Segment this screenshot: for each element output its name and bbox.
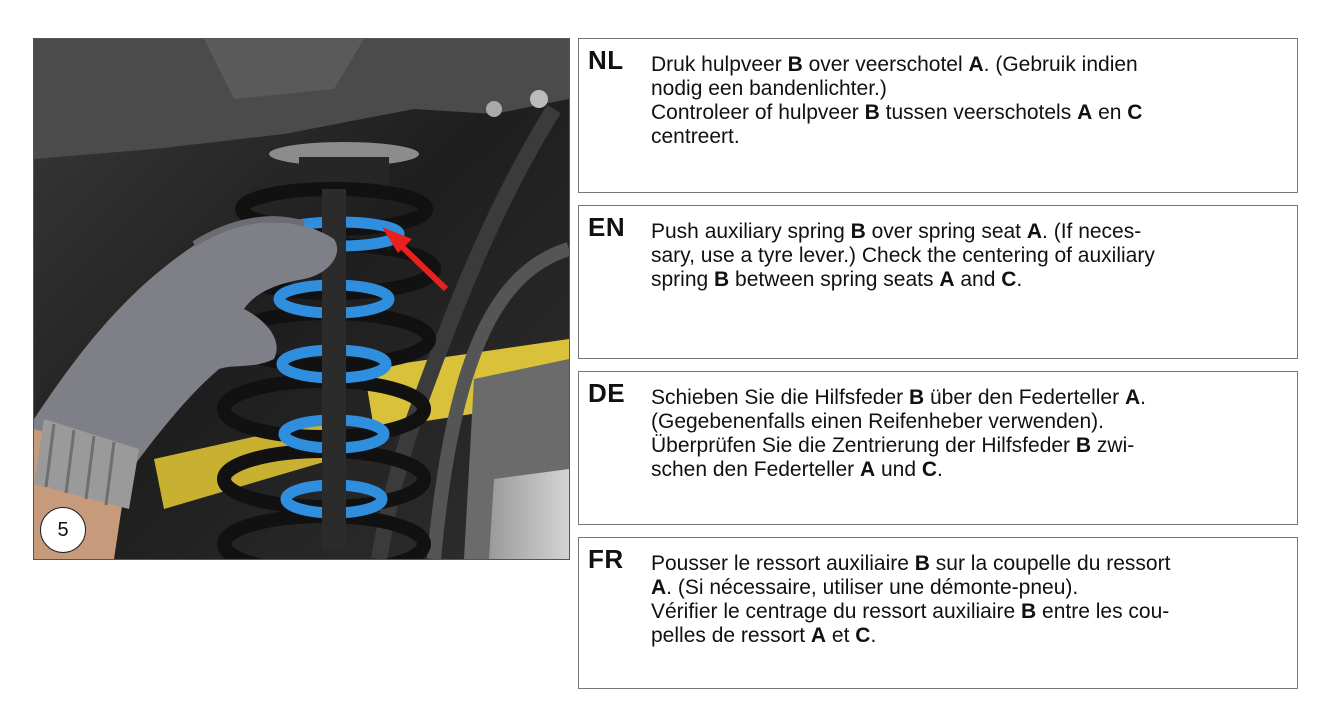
part-reference: A <box>968 53 984 76</box>
instruction-line: schen den Federteller A und C. <box>651 458 1283 482</box>
text-segment: entre les cou- <box>1036 600 1170 623</box>
text-segment: tussen veerschotels <box>879 101 1078 124</box>
part-reference: B <box>1075 434 1092 457</box>
instruction-text: Schieben Sie die Hilfsfeder B über den F… <box>651 386 1283 482</box>
instruction-box-de: DE Schieben Sie die Hilfsfeder B über de… <box>578 371 1298 525</box>
text-segment: (Gegebenenfalls einen Reifenheber verwen… <box>651 410 1104 433</box>
instruction-text: Pousser le ressort auxiliaire B sur la c… <box>651 552 1283 648</box>
installation-photo: 5 <box>33 38 570 560</box>
instruction-line: centreert. <box>651 125 1283 149</box>
instruction-line: Controleer of hulpveer B tussen veerscho… <box>651 101 1283 125</box>
language-code: EN <box>588 212 626 242</box>
instruction-line: Push auxiliary spring B over spring seat… <box>651 220 1283 244</box>
instruction-line: A. (Si nécessaire, utiliser une démonte-… <box>651 576 1283 600</box>
part-reference: C <box>855 624 871 647</box>
part-reference: C <box>1127 101 1143 124</box>
part-reference: B <box>908 386 925 409</box>
wristwatch <box>34 419 139 509</box>
instruction-line: (Gegebenenfalls einen Reifenheber verwen… <box>651 410 1283 434</box>
instruction-line: Druk hulpveer B over veerschotel A. (Geb… <box>651 53 1283 77</box>
text-segment: . (Gebruik indien <box>983 53 1138 76</box>
instruction-line: spring B between spring seats A and C. <box>651 268 1283 292</box>
text-segment: and <box>954 268 1002 291</box>
step-number: 5 <box>57 518 69 541</box>
part-reference: A <box>651 576 667 599</box>
part-reference: B <box>714 268 730 291</box>
step-number-badge: 5 <box>40 507 86 553</box>
instruction-box-nl: NL Druk hulpveer B over veerschotel A. (… <box>578 38 1298 193</box>
part-reference: C <box>921 458 938 481</box>
text-segment: et <box>826 624 856 647</box>
text-segment: Controleer of hulpveer <box>651 101 865 124</box>
instruction-line: pelles de ressort A et C. <box>651 624 1283 648</box>
text-segment: Vérifier le centrage du ressort auxiliai… <box>651 600 1022 623</box>
instruction-line: nodig een bandenlichter.) <box>651 77 1283 101</box>
text-segment: Druk hulpveer <box>651 53 788 76</box>
part-reference: B <box>914 552 930 575</box>
text-segment: zwi- <box>1091 434 1135 457</box>
instruction-line: Schieben Sie die Hilfsfeder B über den F… <box>651 386 1283 410</box>
gloved-hand <box>34 222 338 499</box>
text-segment: spring <box>651 268 715 291</box>
part-reference: A <box>1026 220 1043 243</box>
text-segment: Überprüfen Sie die Zentrierung der Hilfs… <box>651 434 1076 457</box>
photo-illustration <box>34 39 569 559</box>
part-reference: A <box>939 268 955 291</box>
text-segment: und <box>875 458 922 481</box>
text-segment: Schieben Sie die Hilfsfeder <box>651 386 909 409</box>
text-segment: between spring seats <box>729 268 940 291</box>
text-segment: über den Federteller <box>924 386 1125 409</box>
text-segment: . (If neces- <box>1042 220 1142 243</box>
part-reference: B <box>850 220 866 243</box>
text-segment: centreert. <box>651 125 740 148</box>
text-segment: . <box>1016 268 1023 291</box>
instruction-box-fr: FR Pousser le ressort auxiliaire B sur l… <box>578 537 1298 689</box>
text-segment: . <box>1140 386 1146 409</box>
text-segment: . <box>870 624 877 647</box>
text-segment: over veerschotel <box>802 53 969 76</box>
text-segment: en <box>1092 101 1128 124</box>
red-arrow-head <box>382 227 412 253</box>
text-segment: pelles de ressort <box>651 624 811 647</box>
text-segment: . <box>937 458 943 481</box>
language-code: NL <box>588 45 624 75</box>
language-code: FR <box>588 544 624 574</box>
text-segment: . (Si nécessaire, utiliser une démonte-p… <box>666 576 1079 599</box>
part-reference: C <box>1001 268 1017 291</box>
part-reference: A <box>810 624 827 647</box>
part-reference: B <box>864 101 880 124</box>
instruction-line: sary, use a tyre lever.) Check the cente… <box>651 244 1283 268</box>
text-segment: Pousser le ressort auxiliaire <box>651 552 915 575</box>
text-segment: schen den Federteller <box>651 458 860 481</box>
instruction-text: Druk hulpveer B over veerschotel A. (Geb… <box>651 53 1283 149</box>
instruction-line: Pousser le ressort auxiliaire B sur la c… <box>651 552 1283 576</box>
part-reference: A <box>859 458 876 481</box>
text-segment: sur la coupelle du ressort <box>929 552 1171 575</box>
text-segment: Push auxiliary spring <box>651 220 851 243</box>
part-reference: A <box>1077 101 1093 124</box>
text-segment: over spring seat <box>865 220 1027 243</box>
instruction-line: Vérifier le centrage du ressort auxiliai… <box>651 600 1283 624</box>
part-reference: A <box>1124 386 1141 409</box>
instruction-line: Überprüfen Sie die Zentrierung der Hilfs… <box>651 434 1283 458</box>
instruction-text: Push auxiliary spring B over spring seat… <box>651 220 1283 292</box>
instruction-box-en: EN Push auxiliary spring B over spring s… <box>578 205 1298 359</box>
part-reference: B <box>787 53 803 76</box>
text-segment: nodig een bandenlichter.) <box>651 77 887 100</box>
part-reference: B <box>1021 600 1037 623</box>
body-panel <box>34 39 569 159</box>
text-segment: sary, use a tyre lever.) Check the cente… <box>651 244 1155 267</box>
language-code: DE <box>588 378 626 408</box>
